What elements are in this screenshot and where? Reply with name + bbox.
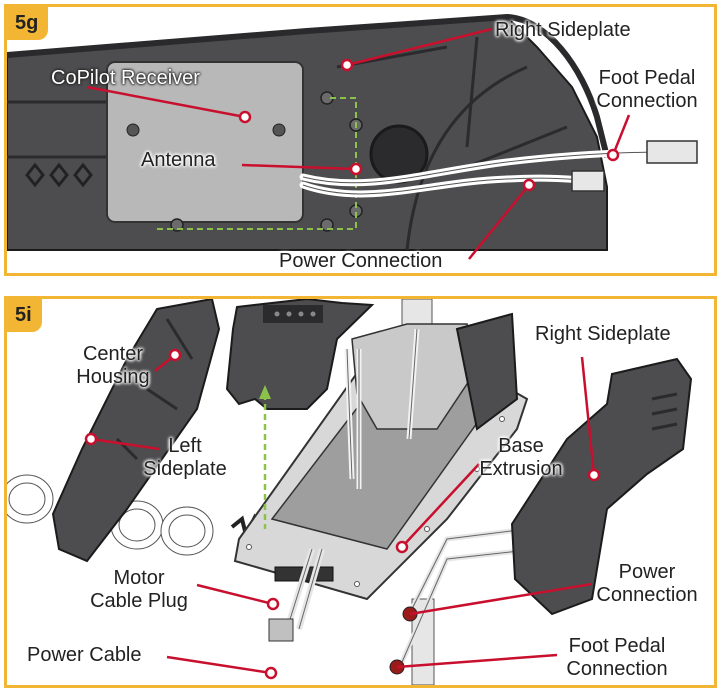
label-left-sideplate: Left Sideplate <box>135 435 235 481</box>
label-foot-pedal-line1: Foot Pedal <box>568 635 666 657</box>
leader-lines <box>86 27 631 260</box>
step-tag-5g: 5g <box>7 7 49 40</box>
label-power-connection-line2: Connection <box>596 584 698 606</box>
label-motor-cable-plug: Motor Cable Plug <box>77 567 201 613</box>
center-housing <box>225 299 375 410</box>
housing-top-rim <box>7 13 610 158</box>
housing-rib <box>466 125 568 169</box>
power-connector <box>571 170 605 192</box>
vent-slots <box>25 162 93 188</box>
label-left-sideplate-line1: Left <box>168 435 202 457</box>
label-power-cable: Power Cable <box>27 644 142 666</box>
label-power-connection-line1: Power <box>618 561 676 583</box>
label-motor-cable-plug-line2: Cable Plug <box>90 590 188 612</box>
label-foot-pedal-connection: Foot Pedal Connection <box>587 67 707 113</box>
right-sideplate-housing <box>7 15 608 251</box>
left-sideplate <box>51 299 221 563</box>
label-right-sideplate: Right Sideplate <box>495 19 631 41</box>
label-center-housing-line1: Center <box>82 343 144 365</box>
step-5i-panel: 5i <box>4 296 717 688</box>
label-copilot-receiver: CoPilot Receiver <box>51 67 200 89</box>
foot-pedal-connector <box>646 140 698 164</box>
label-foot-pedal-line2: Connection <box>566 658 668 680</box>
step-5g-illustration <box>7 13 698 260</box>
label-foot-pedal-line1: Foot Pedal <box>598 67 696 89</box>
housing-inner-arc <box>405 65 528 251</box>
label-foot-pedal-line2: Connection <box>596 90 698 112</box>
label-base-extrusion-line1: Base <box>498 435 544 457</box>
label-right-sideplate: Right Sideplate <box>535 323 671 345</box>
label-center-housing-line2: Housing <box>76 366 150 388</box>
label-power-connection: Power Connection <box>587 561 707 607</box>
leader-dots <box>238 58 620 192</box>
label-foot-pedal-connection: Foot Pedal Connection <box>552 635 682 681</box>
label-base-extrusion: Base Extrusion <box>469 435 573 481</box>
label-power-connection: Power Connection <box>279 250 443 272</box>
step-5g-panel: 5g <box>4 4 717 276</box>
control-panel <box>263 305 323 323</box>
step-tag-5i: 5i <box>7 299 42 332</box>
label-left-sideplate-line2: Sideplate <box>143 458 227 480</box>
step-5i-illustration <box>7 299 693 685</box>
label-motor-cable-plug-line1: Motor <box>113 567 165 589</box>
label-antenna: Antenna <box>141 149 216 171</box>
label-base-extrusion-line2: Extrusion <box>479 458 563 480</box>
housing-rib <box>465 36 479 148</box>
leader-dots <box>84 348 601 680</box>
copilot-receiver-plate <box>106 61 304 223</box>
label-center-housing: Center Housing <box>63 343 163 389</box>
right-mount-block <box>455 312 519 431</box>
right-sideplate <box>510 357 693 616</box>
